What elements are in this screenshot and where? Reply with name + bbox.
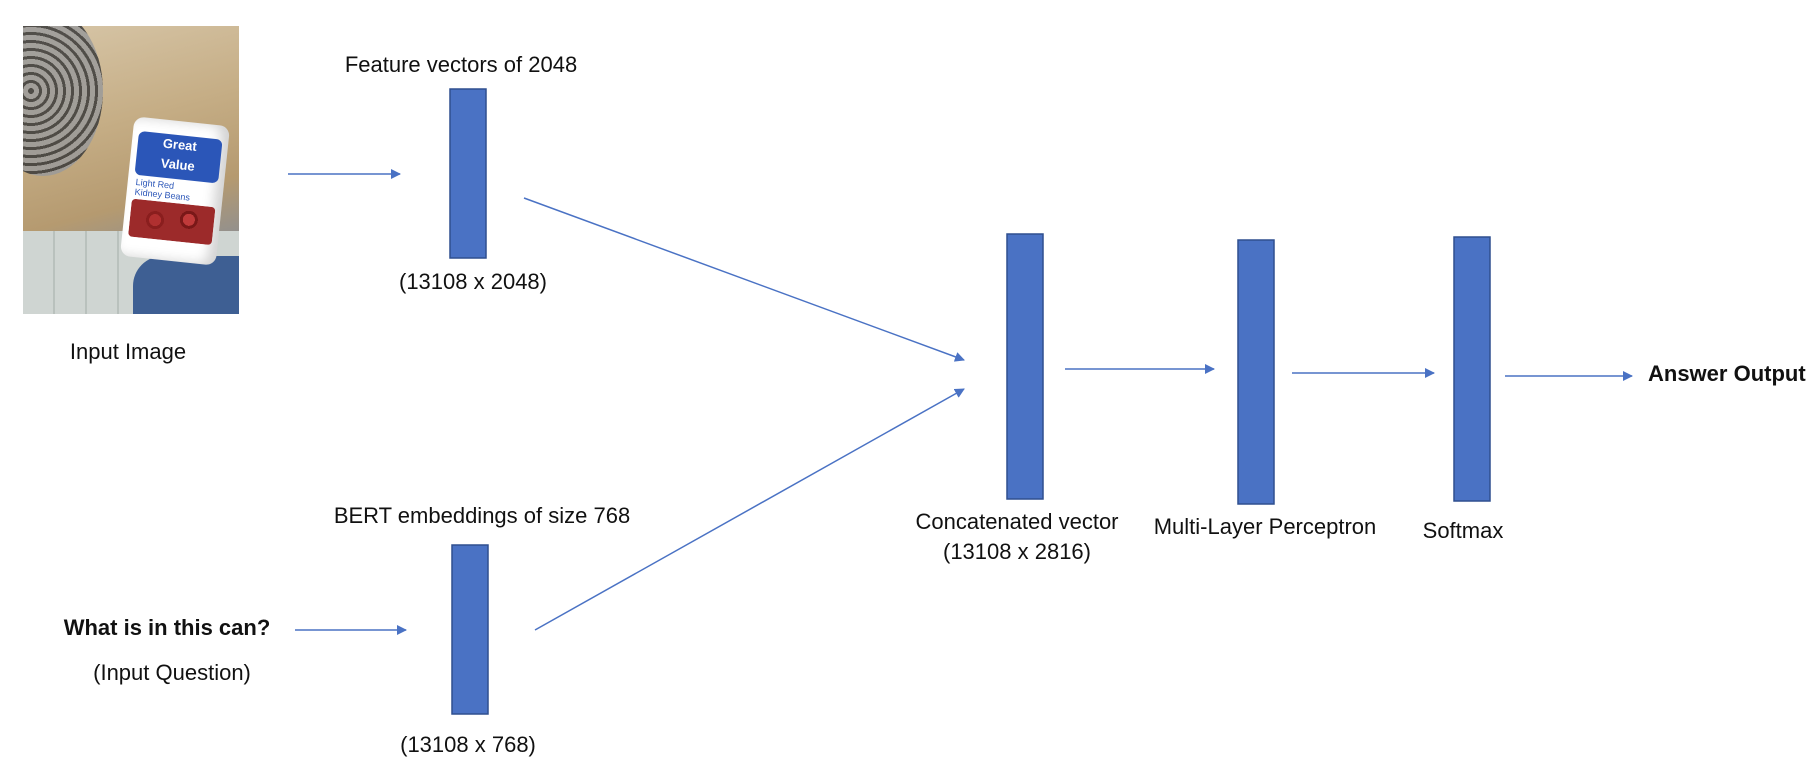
stove-burner-graphic [23, 26, 103, 176]
input-image-caption: Input Image [69, 339, 187, 364]
can-brand-logo: Great Value [134, 130, 223, 184]
beans-picture [128, 198, 216, 246]
concatenated-vector-dims: (13108 x 2816) [943, 539, 1091, 564]
concatenated-vector-block [1006, 233, 1044, 500]
arrow-features-to-concat [523, 197, 965, 362]
jeans-graphic [133, 256, 239, 314]
bert-embedding-block [451, 544, 489, 715]
image-feature-title: Feature vectors of 2048 [344, 52, 578, 77]
bean-can-graphic: Great Value Light Red Kidney Beans [119, 116, 231, 266]
softmax-block [1453, 236, 1491, 502]
image-feature-block [449, 88, 487, 259]
answer-output-label: Answer Output [1648, 361, 1806, 386]
input-question-note: (Input Question) [93, 660, 251, 685]
arrow-bert-to-concat [534, 388, 965, 631]
softmax-label: Softmax [1422, 518, 1504, 543]
mlp-block [1237, 239, 1275, 505]
bert-embedding-dims: (13108 x 768) [400, 732, 536, 757]
image-feature-dims: (13108 x 2048) [399, 269, 547, 294]
concatenated-vector-label: Concatenated vector [915, 509, 1119, 534]
input-image: Great Value Light Red Kidney Beans [23, 26, 239, 314]
mlp-label: Multi-Layer Perceptron [1153, 514, 1377, 539]
input-question-text: What is in this can? [63, 615, 271, 640]
bert-embedding-title: BERT embeddings of size 768 [333, 503, 631, 528]
